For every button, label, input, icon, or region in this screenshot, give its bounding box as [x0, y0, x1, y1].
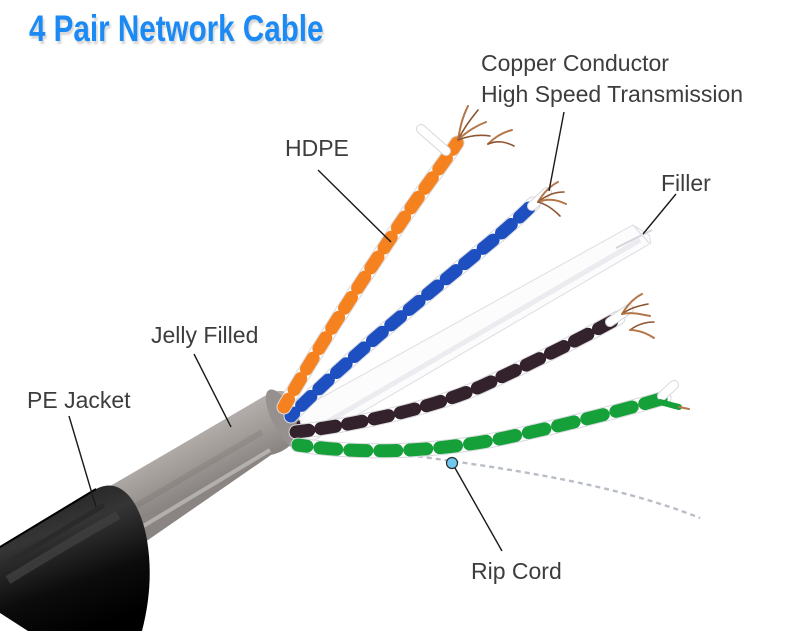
label-rip-cord: Rip Cord — [471, 558, 562, 584]
leader-line-filler — [642, 193, 677, 235]
label-jelly-filled: Jelly Filled — [151, 322, 259, 348]
rip-cord — [301, 438, 701, 520]
label-filler: Filler — [661, 170, 711, 196]
leader-line-copper-conductor — [548, 111, 565, 192]
label-pe-jacket: PE Jacket — [27, 387, 131, 413]
label-copper-conductor: Copper Conductor High Speed Transmission — [481, 48, 743, 110]
pe-jacket — [0, 485, 150, 631]
brown-pair-copper-tip — [605, 293, 655, 339]
page-title: 4 Pair Network Cable — [29, 8, 324, 49]
leader-line-rip-cord — [454, 467, 503, 552]
label-hdpe: HDPE — [285, 135, 349, 161]
copper-conductor-line2: High Speed Transmission — [481, 81, 744, 107]
orange-pair-copper-tip — [416, 105, 515, 156]
leader-line-pe-jacket — [68, 415, 97, 508]
leader-line-jelly-filled — [193, 353, 232, 428]
rip-cord-marker-dot — [445, 456, 459, 470]
copper-conductor-line1: Copper Conductor — [481, 50, 669, 76]
green-pair-tip — [657, 380, 690, 410]
leader-line-hdpe — [317, 169, 392, 243]
blue-pair-copper-tip — [527, 181, 567, 217]
